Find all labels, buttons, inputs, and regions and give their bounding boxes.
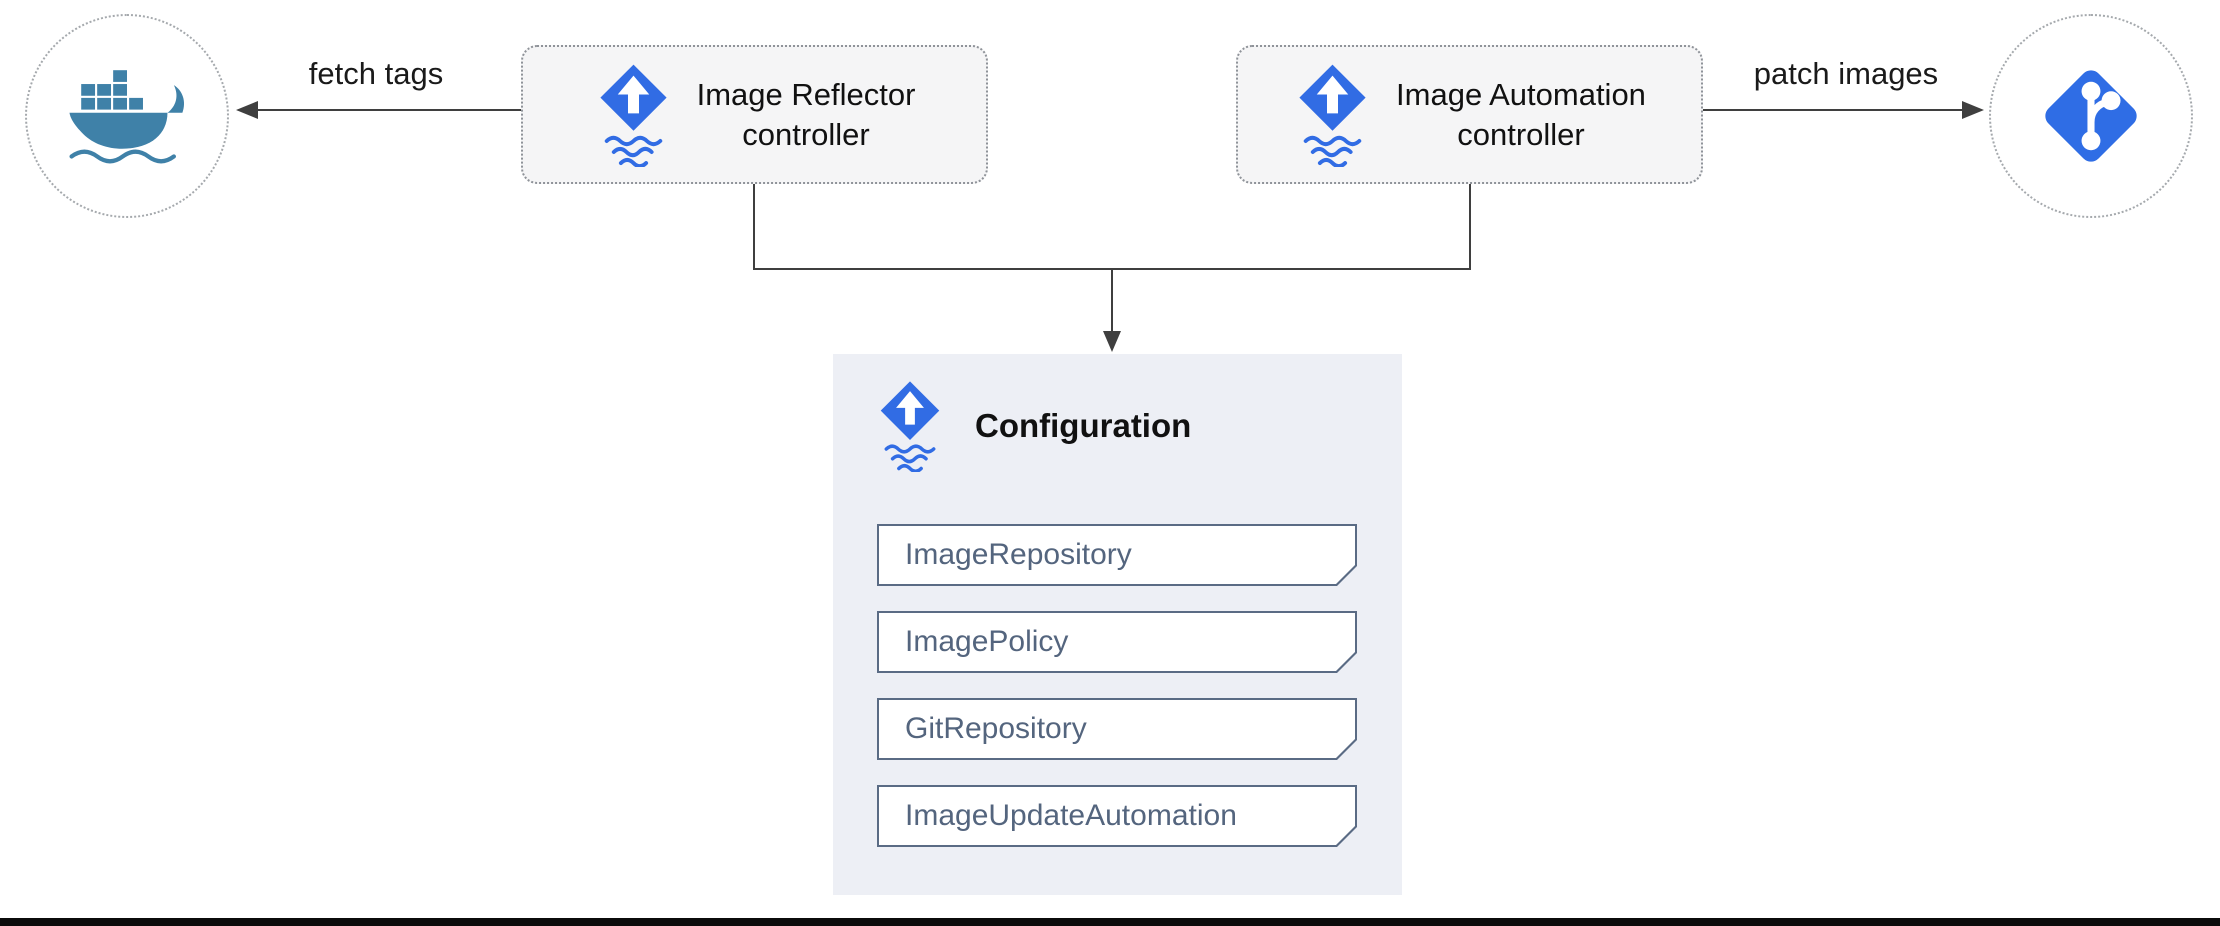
label-line1: Image Reflector <box>696 76 916 112</box>
fetch-tags-arrowhead <box>236 101 258 119</box>
configuration-item-list: ImageRepository ImagePolicy GitRepositor… <box>877 524 1357 872</box>
docker-whale-icon <box>69 70 185 164</box>
configuration-title: Configuration <box>975 407 1192 444</box>
config-item-gitrepository: GitRepository <box>877 698 1357 760</box>
merge-connector-line <box>753 184 1471 270</box>
screen-bottom-edge <box>0 918 2220 926</box>
config-item-imagerepository: ImageRepository <box>877 524 1357 586</box>
config-item-label: ImagePolicy <box>905 625 1069 658</box>
label-line2: controller <box>742 116 870 152</box>
image-automation-controller-label: Image Automation controller <box>1396 75 1646 155</box>
edge-label-fetch-tags: fetch tags <box>308 56 444 91</box>
label-line2: controller <box>1457 116 1585 152</box>
configuration-panel: Configuration ImageRepository ImagePolic… <box>833 354 1402 895</box>
patch-images-arrowhead <box>1962 101 1984 119</box>
label-line1: Image Automation <box>1396 76 1646 112</box>
config-item-label: ImageUpdateAutomation <box>905 799 1237 832</box>
config-item-card: GitRepository <box>879 700 1355 758</box>
configuration-header: Configuration <box>875 380 1191 472</box>
git-branch-icon <box>2045 70 2137 162</box>
image-reflector-controller-label: Image Reflector controller <box>697 75 916 155</box>
config-item-imageupdateautomation: ImageUpdateAutomation <box>877 785 1357 847</box>
docker-registry-node <box>25 14 229 218</box>
image-automation-controller-node: Image Automation controller <box>1236 45 1703 184</box>
flux-icon <box>594 63 673 167</box>
flux-icon <box>1293 63 1372 167</box>
config-item-imagepolicy: ImagePolicy <box>877 611 1357 673</box>
config-item-label: ImageRepository <box>905 538 1132 571</box>
config-item-card: ImageRepository <box>879 526 1355 584</box>
config-item-card: ImagePolicy <box>879 613 1355 671</box>
config-item-card: ImageUpdateAutomation <box>879 787 1355 845</box>
config-item-label: GitRepository <box>905 712 1087 745</box>
edge-label-patch-images: patch images <box>1753 56 1939 91</box>
flux-icon <box>875 380 945 472</box>
image-reflector-controller-node: Image Reflector controller <box>521 45 988 184</box>
config-arrowhead <box>1103 331 1121 352</box>
git-repository-node <box>1989 14 2193 218</box>
